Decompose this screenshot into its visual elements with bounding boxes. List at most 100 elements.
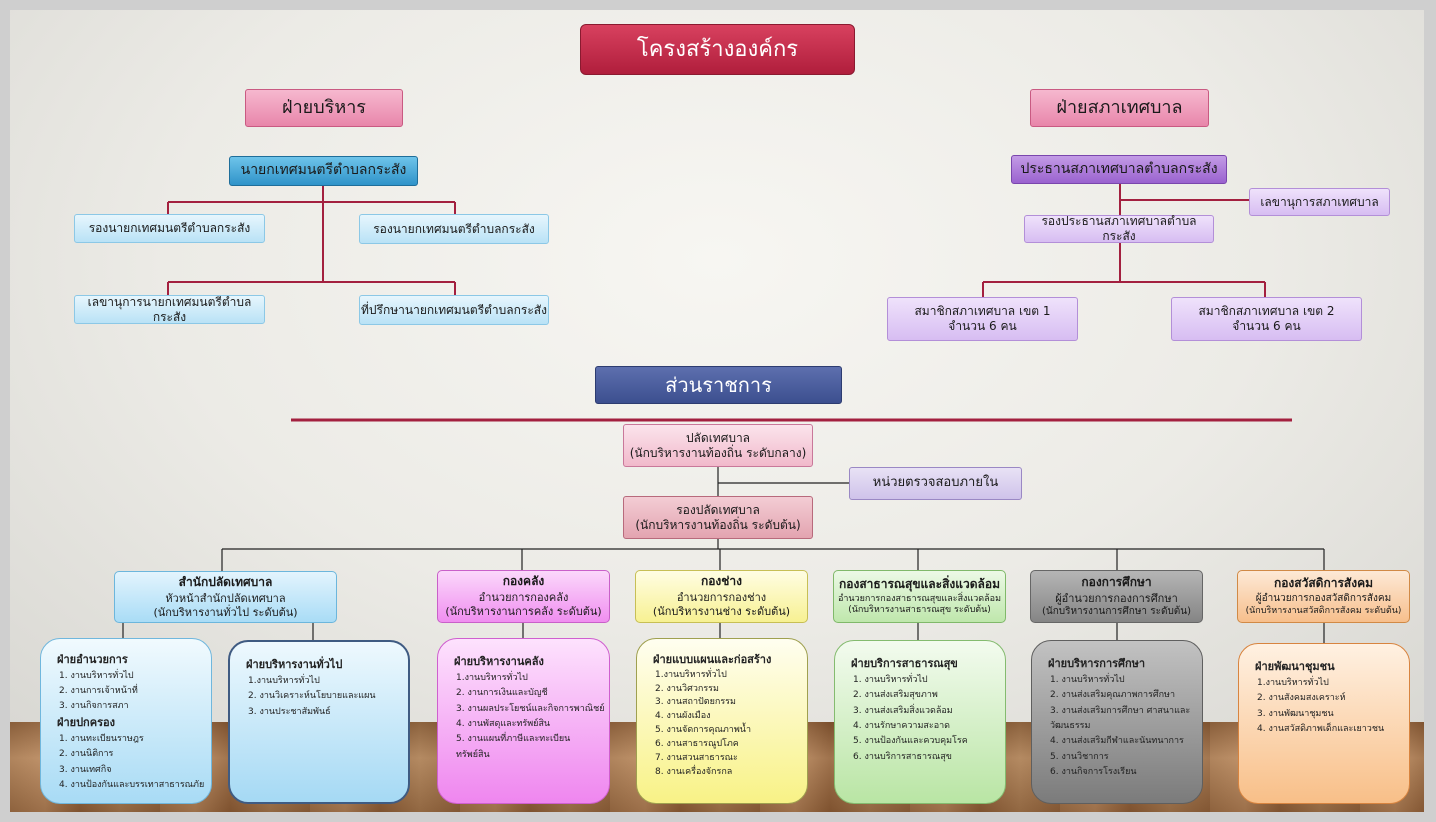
unit-item: 4. งานสวัสดิภาพเด็กและเยาวชน (1257, 724, 1385, 734)
unit-item: 2. งานส่งเสริมคุณภาพการศึกษา (1050, 690, 1176, 701)
department-head: อำนวยการกองช่าง (676, 591, 767, 605)
unit-item: 4. งานป้องกันและบรรเทาสาธารณภัย (59, 779, 205, 790)
unit-item: 3. งานส่งเสริมการศึกษา ศาสนาและวัฒนธรรม (1050, 705, 1191, 731)
department-head: หัวหน้าสำนักปลัดเทศบาล (165, 591, 286, 605)
unit-item: 4. งานพัสดุและทรัพย์สิน (456, 719, 551, 729)
council-secretary-box: เลขานุการสภาเทศบาล (1249, 188, 1390, 216)
page-title: โครงสร้างองค์กร (580, 24, 855, 75)
unit-item: 1. งานบริหารทั่วไป (1050, 674, 1125, 685)
zone1-count: จำนวน 6 คน (948, 319, 1017, 333)
department-name: กองสวัสดิการสังคม (1273, 576, 1374, 591)
zone2-title: สมาชิกสภาเทศบาล เขต 2 (1198, 304, 1335, 318)
unit-card-finance: ฝ่ายบริหารงานคลัง 1.งานบริหารทั่วไป 2. ง… (437, 638, 610, 804)
unit-item: 4. งานรักษาความสะอาด (853, 721, 951, 731)
department-box-office: สำนักปลัดเทศบาล หัวหน้าสำนักปลัดเทศบาล (… (114, 571, 337, 623)
department-box-health: กองสาธารณสุขและสิ่งแวดล้อม อำนวยการกองสา… (833, 570, 1006, 623)
council-member-zone2-box: สมาชิกสภาเทศบาล เขต 2 จำนวน 6 คน (1171, 297, 1362, 341)
unit-item: 1.งานบริหารทั่วไป (248, 675, 320, 686)
department-head: อำนวยการกองคลัง (478, 591, 569, 605)
unit-heading: ฝ่ายแบบแผนและก่อสร้าง (653, 653, 772, 666)
municipal-clerk-box: ปลัดเทศบาล (นักบริหารงานท้องถิ่น ระดับกล… (623, 424, 813, 467)
unit-item: 3. งานเทศกิจ (59, 764, 112, 775)
council-member-zone1-box: สมาชิกสภาเทศบาล เขต 1 จำนวน 6 คน (887, 297, 1078, 341)
council-president-box: ประธานสภาเทศบาลตำบลกระสัง (1011, 155, 1227, 184)
unit-item: 4. งานส่งเสริมกีฬาและนันทนาการ (1050, 736, 1184, 747)
unit-card-health: ฝ่ายบริการสาธารณสุข 1. งานบริหารทั่วไป 2… (834, 640, 1006, 804)
department-name: กองคลัง (502, 574, 545, 589)
unit-item: 1. งานบริหารทั่วไป (59, 670, 134, 681)
unit-item: 3. งานพัฒนาชุมชน (1257, 708, 1334, 719)
unit-item: 6. งานสาธารณูปโภค (655, 739, 739, 750)
unit-heading: ฝ่ายปกครอง (57, 716, 115, 730)
unit-item: 2. งานวิศวกรรม (655, 683, 719, 694)
unit-item: 6. งานกิจการโรงเรียน (1050, 767, 1137, 778)
unit-card-office-admin: ฝ่ายอำนวยการ 1. งานบริหารทั่วไป 2. งานกา… (40, 638, 212, 804)
zone2-count: จำนวน 6 คน (1232, 319, 1301, 333)
mayor-box: นายกเทศมนตรีตำบลกระสัง (229, 156, 418, 186)
department-rank: (นักบริหารงานช่าง ระดับต้น) (652, 605, 791, 618)
department-name: กองสาธารณสุขและสิ่งแวดล้อม (838, 576, 1000, 591)
unit-item: 3. งานสถาปัตยกรรม (655, 697, 736, 708)
department-box-education: กองการศึกษา ผู้อำนวยการกองการศึกษา (นักบ… (1030, 570, 1203, 623)
unit-item: 1.งานบริหารทั่วไป (1257, 677, 1329, 688)
unit-heading: ฝ่ายอำนวยการ (57, 653, 128, 666)
department-box-finance: กองคลัง อำนวยการกองคลัง (นักบริหารงานการ… (437, 570, 610, 623)
unit-item: 2. งานวิเคราะห์นโยบายและแผน (248, 691, 376, 702)
unit-heading: ฝ่ายบริหารงานคลัง (454, 655, 544, 668)
deputy-clerk-box: รองปลัดเทศบาล (นักบริหารงานท้องถิ่น ระดั… (623, 496, 813, 539)
unit-item: 6. งานบริการสาธารณสุข (853, 751, 952, 762)
council-heading: ฝ่ายสภาเทศบาล (1030, 89, 1209, 127)
department-rank: (นักบริหารงานการศึกษา ระดับต้น) (1041, 605, 1192, 617)
clerk-title: ปลัดเทศบาล (685, 430, 751, 445)
deputy-clerk-title: รองปลัดเทศบาล (676, 502, 760, 517)
unit-item: 2. งานนิติการ (59, 749, 114, 760)
unit-card-welfare: ฝ่ายพัฒนาชุมชน 1.งานบริหารทั่วไป 2. งานส… (1238, 643, 1410, 804)
deputy-mayor-right-box: รองนายกเทศมนตรีตำบลกระสัง (359, 214, 549, 244)
unit-card-engineering: ฝ่ายแบบแผนและก่อสร้าง 1.งานบริหารทั่วไป … (636, 638, 808, 804)
department-rank: (นักบริหารงานการคลัง ระดับต้น) (445, 605, 602, 618)
zone1-title: สมาชิกสภาเทศบาล เขต 1 (914, 304, 1051, 318)
department-head: อำนวยการกองสาธารณสุขและสิ่งแวดล้อม (837, 593, 1002, 604)
unit-item: 3. งานส่งเสริมสิ่งแวดล้อม (853, 705, 953, 716)
department-name: กองช่าง (700, 574, 743, 589)
unit-item: 5. งานจัดการคุณภาพน้ำ (655, 725, 751, 736)
unit-item: 4. งานผังเมือง (655, 711, 711, 722)
clerk-rank: (นักบริหารงานท้องถิ่น ระดับกลาง) (629, 445, 807, 460)
unit-heading: ฝ่ายบริหารการศึกษา (1048, 657, 1146, 670)
unit-item: 7. งานสวนสาธารณะ (655, 753, 738, 764)
unit-item: 1. งานบริหารทั่วไป (853, 674, 928, 685)
department-box-welfare: กองสวัสดิการสังคม ผู้อำนวยการกองสวัสดิกา… (1237, 570, 1410, 623)
unit-item: 8. งานเครื่องจักรกล (655, 767, 733, 778)
deputy-mayor-left-box: รองนายกเทศมนตรีตำบลกระสัง (74, 214, 265, 243)
mayor-secretary-box: เลขานุการนายกเทศมนตรีตำบลกระสัง (74, 295, 265, 324)
mayor-advisor-box: ที่ปรึกษานายกเทศมนตรีตำบลกระสัง (359, 295, 549, 325)
department-rank: (นักบริหารงานทั่วไป ระดับต้น) (153, 605, 298, 619)
unit-heading: ฝ่ายพัฒนาชุมชน (1255, 660, 1335, 673)
unit-item: 3. งานกิจการสภา (59, 701, 129, 712)
unit-card-general-admin: ฝ่ายบริหารงานทั่วไป 1.งานบริหารทั่วไป 2.… (228, 640, 410, 804)
unit-item: 3. งานผลประโยชน์และกิจการพาณิชย์ (456, 703, 605, 714)
unit-item: 5. งานแผนที่ภาษีและทะเบียนทรัพย์สิน (456, 734, 571, 760)
department-rank: (นักบริหารงานสาธารณสุข ระดับต้น) (848, 605, 991, 615)
department-rank: (นักบริหารงานสวัสดิการสังคม ระดับต้น) (1245, 605, 1402, 616)
unit-heading: ฝ่ายบริการสาธารณสุข (851, 657, 958, 670)
unit-item: 5. งานป้องกันและควบคุมโรค (853, 736, 968, 747)
executive-heading: ฝ่ายบริหาร (245, 89, 403, 127)
department-head: ผู้อำนวยการกองการศึกษา (1055, 591, 1178, 605)
department-head: ผู้อำนวยการกองสวัสดิการสังคม (1255, 593, 1392, 605)
department-name: กองการศึกษา (1081, 574, 1152, 589)
unit-heading: ฝ่ายบริหารงานทั่วไป (246, 658, 343, 671)
unit-card-education: ฝ่ายบริหารการศึกษา 1. งานบริหารทั่วไป 2.… (1031, 640, 1203, 804)
unit-item: 1. งานทะเบียนราษฎร (59, 734, 144, 745)
unit-item: 5. งานวิชาการ (1050, 751, 1109, 762)
unit-item: 2. งานส่งเสริมสุขภาพ (853, 690, 938, 701)
department-box-engineering: กองช่าง อำนวยการกองช่าง (นักบริหารงานช่า… (635, 570, 808, 623)
council-vice-president-box: รองประธานสภาเทศบาลตำบลกระสัง (1024, 214, 1214, 243)
unit-item: 2. งานการเงินและบัญชี (456, 688, 548, 699)
department-name: สำนักปลัดเทศบาล (178, 574, 273, 589)
unit-item: 2. งานการเจ้าหน้าที่ (59, 685, 138, 696)
agency-heading: ส่วนราชการ (595, 366, 842, 404)
unit-item: 3. งานประชาสัมพันธ์ (248, 706, 331, 717)
